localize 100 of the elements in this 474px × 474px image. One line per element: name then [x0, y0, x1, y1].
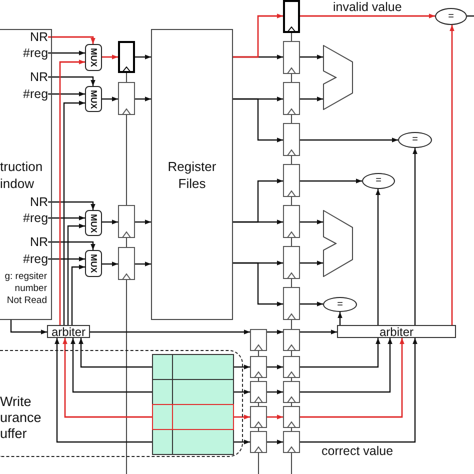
buffer-row — [152, 379, 234, 405]
arrow — [234, 364, 250, 370]
comparator: = — [362, 173, 395, 189]
arrow — [48, 201, 96, 210]
flip-flop-symbol — [283, 164, 300, 197]
arrow — [48, 36, 96, 44]
flip-flop-symbol — [283, 406, 300, 428]
arrow — [71, 264, 85, 325]
flip-flop-symbol — [250, 329, 267, 351]
arrow — [267, 364, 283, 370]
flip-flop-symbol — [283, 41, 300, 74]
flip-flop-symbol — [283, 205, 300, 238]
arrow — [48, 256, 85, 262]
comparator: = — [323, 297, 357, 312]
arrow — [412, 148, 418, 325]
connector-line — [467, 15, 474, 17]
arrow — [70, 338, 152, 393]
arrow — [59, 60, 85, 325]
arrow — [54, 338, 152, 443]
arrow — [135, 96, 151, 102]
arrow — [300, 138, 398, 142]
comparator: = — [435, 8, 467, 25]
buffer-row — [152, 354, 234, 380]
signal-label: #reg — [23, 46, 48, 60]
signal-label: #reg — [23, 252, 48, 266]
arrow — [48, 76, 96, 86]
arrow — [300, 14, 435, 18]
flip-flop-symbol — [283, 356, 300, 378]
arrow — [233, 14, 283, 58]
alu-symbol — [323, 210, 353, 277]
arrow — [300, 330, 337, 334]
arrow — [234, 440, 250, 444]
flip-flop-symbol — [250, 381, 267, 403]
flip-flop-symbol — [118, 205, 135, 238]
arrow — [300, 338, 404, 418]
arrow — [234, 414, 250, 420]
signal-label: NR — [30, 194, 48, 210]
signal-label: #reg — [23, 86, 48, 102]
flip-flop-symbol — [118, 82, 135, 115]
arrow — [300, 178, 362, 184]
signal-label: #reg — [23, 210, 48, 226]
note-text: Not Read — [6, 295, 47, 307]
arrow — [102, 96, 118, 102]
mux-block: MUX — [85, 250, 102, 277]
arrow — [48, 92, 85, 96]
arrow — [376, 189, 380, 325]
arrow — [300, 338, 380, 368]
arrow — [300, 220, 323, 224]
signal-label: NR — [30, 30, 48, 44]
arrow — [233, 220, 283, 224]
mux-block: MUX — [85, 86, 102, 112]
arrow — [135, 262, 151, 266]
flip-flop-symbol — [118, 41, 135, 73]
flip-flop-symbol — [283, 431, 300, 453]
arrow — [300, 260, 323, 266]
flip-flop-symbol — [250, 356, 267, 378]
arrow — [300, 54, 323, 60]
signal-label: NR — [30, 70, 48, 84]
arrow — [267, 414, 283, 420]
arbiter-block: arbiter — [47, 325, 90, 338]
arrow — [67, 224, 85, 325]
arrow — [234, 390, 250, 394]
arrow — [300, 338, 392, 393]
panel-title: truction indow — [0, 158, 44, 192]
arrow — [135, 54, 151, 60]
arrow — [48, 50, 85, 56]
edge-label: correct value — [320, 445, 394, 458]
arrow — [135, 220, 151, 224]
note-text: g: regsiter number — [4, 271, 47, 295]
flip-flop-symbol — [283, 287, 300, 320]
flip-flop-symbol — [283, 329, 300, 351]
arbiter-block: arbiter — [337, 325, 456, 338]
arrow — [233, 262, 283, 306]
register-file-block: Register Files — [151, 29, 233, 320]
window-panel — [0, 29, 52, 320]
mux-block: MUX — [85, 44, 102, 71]
arrow — [10, 320, 47, 334]
flip-flop-symbol — [250, 406, 267, 428]
comparator: = — [398, 132, 432, 148]
buffer-row — [152, 404, 234, 430]
signal-label: NR — [30, 234, 48, 250]
flip-flop-symbol — [118, 247, 135, 280]
arrow — [233, 98, 283, 142]
arrow — [300, 96, 323, 102]
arrow — [267, 330, 283, 334]
flip-flop-symbol — [250, 431, 267, 453]
arrow — [338, 312, 342, 325]
flip-flop-symbol — [283, 123, 300, 156]
arrow — [48, 241, 96, 250]
arrow — [102, 54, 118, 60]
flip-flop-symbol — [283, 381, 300, 403]
alu-symbol — [323, 45, 353, 110]
arrow — [102, 220, 118, 224]
arrow — [267, 440, 283, 444]
buffer-row — [152, 429, 234, 455]
edge-label: invalid value — [332, 1, 403, 14]
arrow — [62, 338, 152, 418]
arrow — [90, 330, 250, 334]
arrow — [267, 390, 283, 394]
arrow — [48, 216, 85, 220]
